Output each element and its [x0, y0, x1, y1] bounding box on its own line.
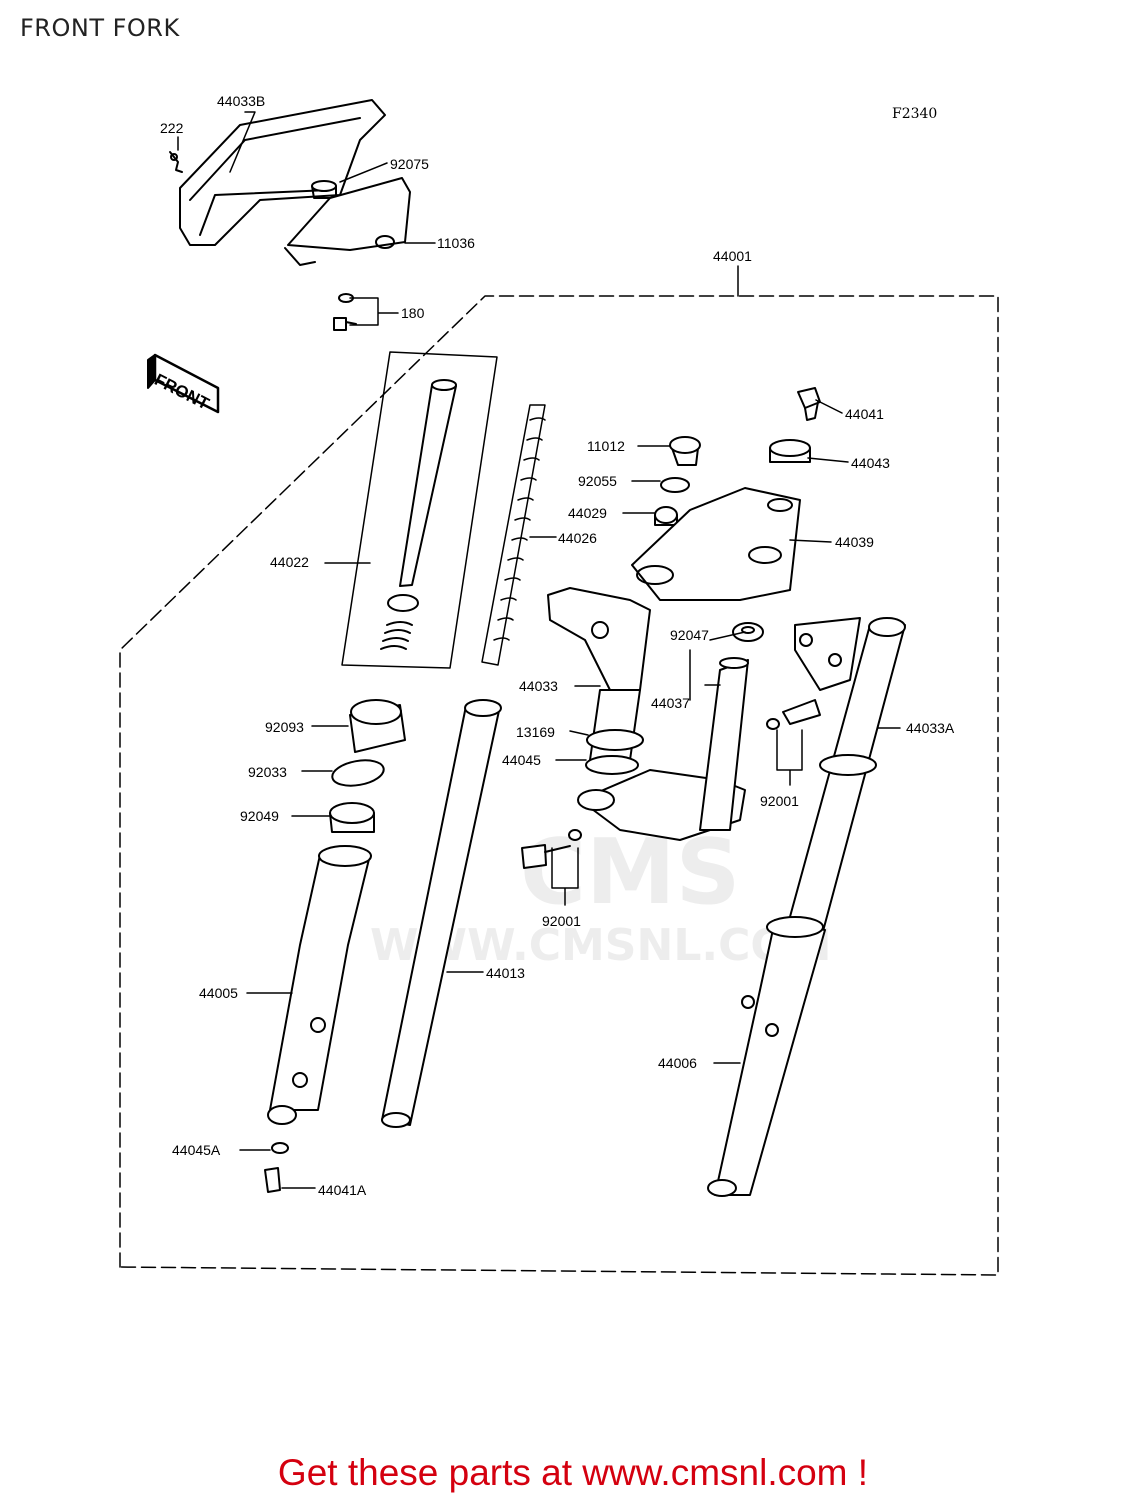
part-label-44041: 44041 — [845, 406, 884, 422]
fork-cap-11012 — [669, 436, 701, 466]
fork-leg-44006 — [707, 916, 826, 1197]
bolt-92001-right — [766, 699, 821, 730]
washer-44043 — [769, 439, 811, 463]
part-label-44001: 44001 — [713, 248, 752, 264]
bolt-44041 — [797, 387, 821, 421]
clip-92033 — [331, 759, 385, 787]
leader-lines — [177, 111, 901, 1189]
bolt-92001-left — [521, 829, 582, 869]
part-label-92047: 92047 — [670, 627, 709, 643]
grommet-92075 — [311, 180, 337, 199]
part-label-92033: 92033 — [248, 764, 287, 780]
part-label-44029: 44029 — [568, 505, 607, 521]
kit-box — [341, 351, 498, 669]
part-label-92093: 92093 — [265, 719, 304, 735]
part-label-44006: 44006 — [658, 1055, 697, 1071]
part-label-44033: 44033 — [519, 678, 558, 694]
page-title: FRONT FORK — [20, 14, 180, 42]
part-label-44037: 44037 — [651, 695, 690, 711]
part-label-44045A: 44045A — [172, 1142, 221, 1158]
part-label-44026: 44026 — [558, 530, 597, 546]
part-label-44033B: 44033B — [217, 93, 266, 109]
part-label-92055: 92055 — [578, 473, 617, 489]
part-label-44041A: 44041A — [318, 1182, 367, 1198]
screw-222 — [169, 151, 183, 173]
part-label-44043: 44043 — [851, 455, 890, 471]
oil-seal-92049 — [329, 802, 375, 833]
footer-link[interactable]: Get these parts at www.cmsnl.com ! — [277, 1452, 869, 1493]
part-label-92075: 92075 — [390, 156, 429, 172]
part-label-92049: 92049 — [240, 808, 279, 824]
part-label-180: 180 — [401, 305, 425, 321]
part-label-44022: 44022 — [270, 554, 309, 570]
part-label-11036: 11036 — [437, 235, 475, 251]
part-label-222: 222 — [160, 120, 184, 136]
fastener-180 — [333, 293, 357, 331]
fork-tube-44013 — [381, 699, 502, 1128]
front-badge — [147, 353, 220, 414]
damper-rod — [380, 379, 457, 650]
fork-spring — [481, 404, 546, 666]
group-frame — [119, 295, 999, 1276]
part-label-11012: 11012 — [587, 438, 625, 454]
fork-leg-44005 — [267, 845, 372, 1125]
part-label-13169: 13169 — [516, 724, 555, 740]
bracket-11036 — [284, 177, 411, 266]
fork-tube-44033A — [784, 617, 906, 936]
collar-44029 — [654, 506, 678, 526]
dust-seal-92093 — [349, 699, 406, 753]
part-label-44013: 44013 — [486, 965, 525, 981]
part-label-44005: 44005 — [199, 985, 238, 1001]
figure-reference: F2340 — [892, 106, 938, 122]
steering-stem-44033 — [547, 587, 749, 841]
nut-92047 — [732, 622, 764, 642]
o-ring-92055 — [660, 477, 690, 493]
part-label-44039: 44039 — [835, 534, 874, 550]
part-label-92001-right: 92001 — [760, 793, 799, 809]
washer-44045A — [271, 1142, 289, 1154]
bolt-44041A — [264, 1167, 281, 1193]
upper-bracket-44039 — [631, 487, 801, 601]
part-label-44033A: 44033A — [906, 720, 955, 736]
watermark-logo: CMS — [520, 820, 741, 925]
part-label-44045: 44045 — [502, 752, 541, 768]
part-label-92001-left: 92001 — [542, 913, 581, 929]
